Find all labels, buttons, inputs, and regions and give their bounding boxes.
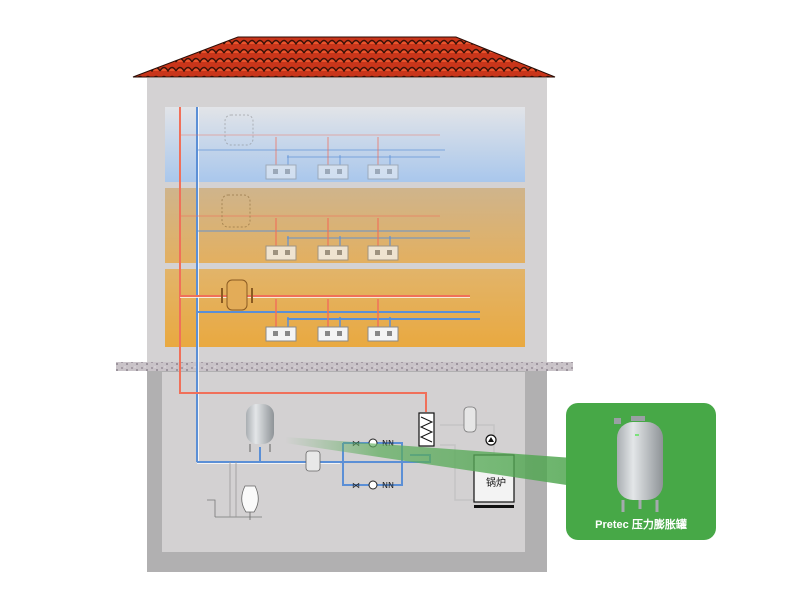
svg-text:⋈: ⋈ [352,481,360,490]
radiator-icon [367,299,399,342]
pump-loop-lower: ⋈ NN [352,480,394,490]
callout-beam [285,437,600,490]
radiator-icon [317,299,349,342]
radiator-icon [265,218,297,261]
boiler-air-separator-icon [463,406,477,433]
expansion-tank [246,404,274,452]
riser-pipes [179,107,199,462]
heat-exchanger-icon [418,412,435,447]
radiator-icon [317,218,349,261]
circulation-pump-icon [485,434,497,446]
callout-label: Pretec 压力膨胀罐 [595,519,687,531]
separator-icon [224,114,254,146]
radiator-icon [367,218,399,261]
radiator-icon [265,137,297,180]
radiator-icon [317,137,349,180]
radiator-icon [367,137,399,180]
makeup-vessel-icon [207,462,262,520]
svg-text:NN: NN [382,439,394,448]
dirt-separator-icon [305,450,321,472]
air-separator-icon [221,279,253,311]
floor-top-pipework [180,114,445,158]
boiler-label: 锅炉 [486,478,506,489]
svg-text:NN: NN [382,481,394,490]
radiators [265,137,399,342]
ground-level-strip [116,362,573,371]
radiator-icon [265,299,297,342]
floor-ground-pipework [180,279,480,320]
roof [132,36,556,78]
pretec-tank-image [614,416,663,512]
product-callout [566,403,716,540]
